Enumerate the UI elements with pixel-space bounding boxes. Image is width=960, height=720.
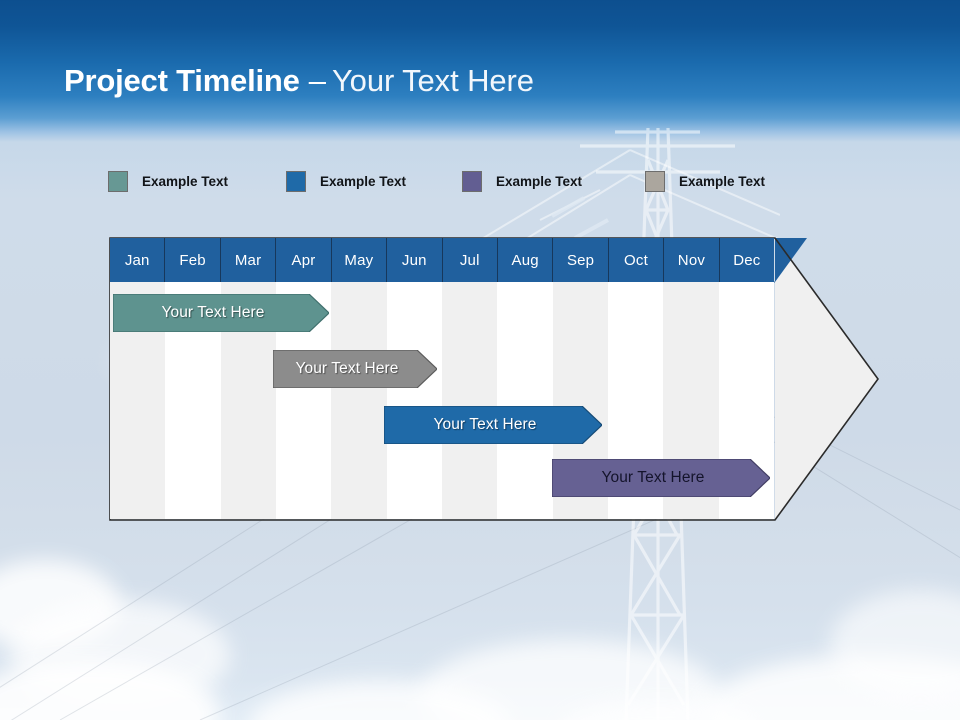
grid-column-aug — [497, 282, 553, 519]
task-bar-3[interactable]: Your Text Here — [384, 406, 602, 444]
month-cell-aug[interactable]: Aug — [497, 238, 554, 282]
grid-column-jul — [441, 282, 498, 519]
month-cell-oct[interactable]: Oct — [608, 238, 665, 282]
grid-column-jun — [386, 282, 442, 519]
month-cell-mar[interactable]: Mar — [220, 238, 277, 282]
legend-item-1[interactable]: Example Text — [108, 169, 228, 193]
month-cell-jan[interactable]: Jan — [110, 238, 166, 282]
task-bar-2-shape — [273, 350, 437, 388]
task-bar-3-label: Your Text Here — [433, 416, 537, 433]
month-cell-apr[interactable]: Apr — [276, 238, 332, 282]
task-bar-4-label: Your Text Here — [601, 469, 705, 486]
task-bar-4-shape — [552, 459, 770, 497]
month-cell-feb[interactable]: Feb — [165, 238, 221, 282]
legend-label-2: Example Text — [320, 173, 407, 189]
legend-swatch-gray — [645, 170, 665, 192]
legend-swatch-teal — [108, 170, 128, 192]
legend-item-2[interactable]: Example Text — [286, 169, 406, 193]
title-light: Your Text Here — [331, 63, 534, 98]
task-bar-3-shape — [384, 406, 602, 444]
task-bar-4[interactable]: Your Text Here — [552, 459, 770, 497]
task-bar-2-label: Your Text Here — [295, 360, 399, 377]
legend-item-4[interactable]: Example Text — [645, 169, 765, 193]
task-bar-1-shape — [113, 294, 329, 332]
grid-column-may — [331, 282, 387, 519]
title-strong: Project Timeline — [64, 63, 300, 98]
legend-label-1: Example Text — [142, 173, 229, 189]
page-title: Project Timeline – Your Text Here — [64, 57, 534, 105]
task-bar-1[interactable]: Your Text Here — [113, 294, 329, 332]
legend-swatch-blue — [286, 170, 306, 192]
month-cell-dec[interactable]: Dec — [719, 238, 775, 282]
legend-label-4: Example Text — [679, 173, 766, 189]
month-header-row: Jan Feb Mar Apr May Jun Jul Aug Sep Oct … — [110, 238, 775, 282]
legend-item-3[interactable]: Example Text — [462, 169, 582, 193]
task-bar-1-label: Your Text Here — [161, 304, 265, 321]
legend-swatch-purple — [462, 170, 482, 192]
legend: Example Text Example Text Example Text E… — [108, 169, 848, 193]
month-cell-jun[interactable]: Jun — [387, 238, 443, 282]
month-cell-nov[interactable]: Nov — [664, 238, 720, 282]
task-bar-2[interactable]: Your Text Here — [273, 350, 437, 388]
month-cell-may[interactable]: May — [331, 238, 388, 282]
legend-label-3: Example Text — [496, 173, 583, 189]
month-cell-sep[interactable]: Sep — [553, 238, 609, 282]
title-separator: – — [308, 63, 326, 98]
task-bars: Your Text Here Your Text Here Your Text … — [109, 237, 879, 521]
cloud — [560, 700, 760, 720]
timeline-chart: Jan Feb Mar Apr May Jun Jul Aug Sep Oct … — [109, 237, 879, 521]
month-cell-jul[interactable]: Jul — [442, 238, 498, 282]
